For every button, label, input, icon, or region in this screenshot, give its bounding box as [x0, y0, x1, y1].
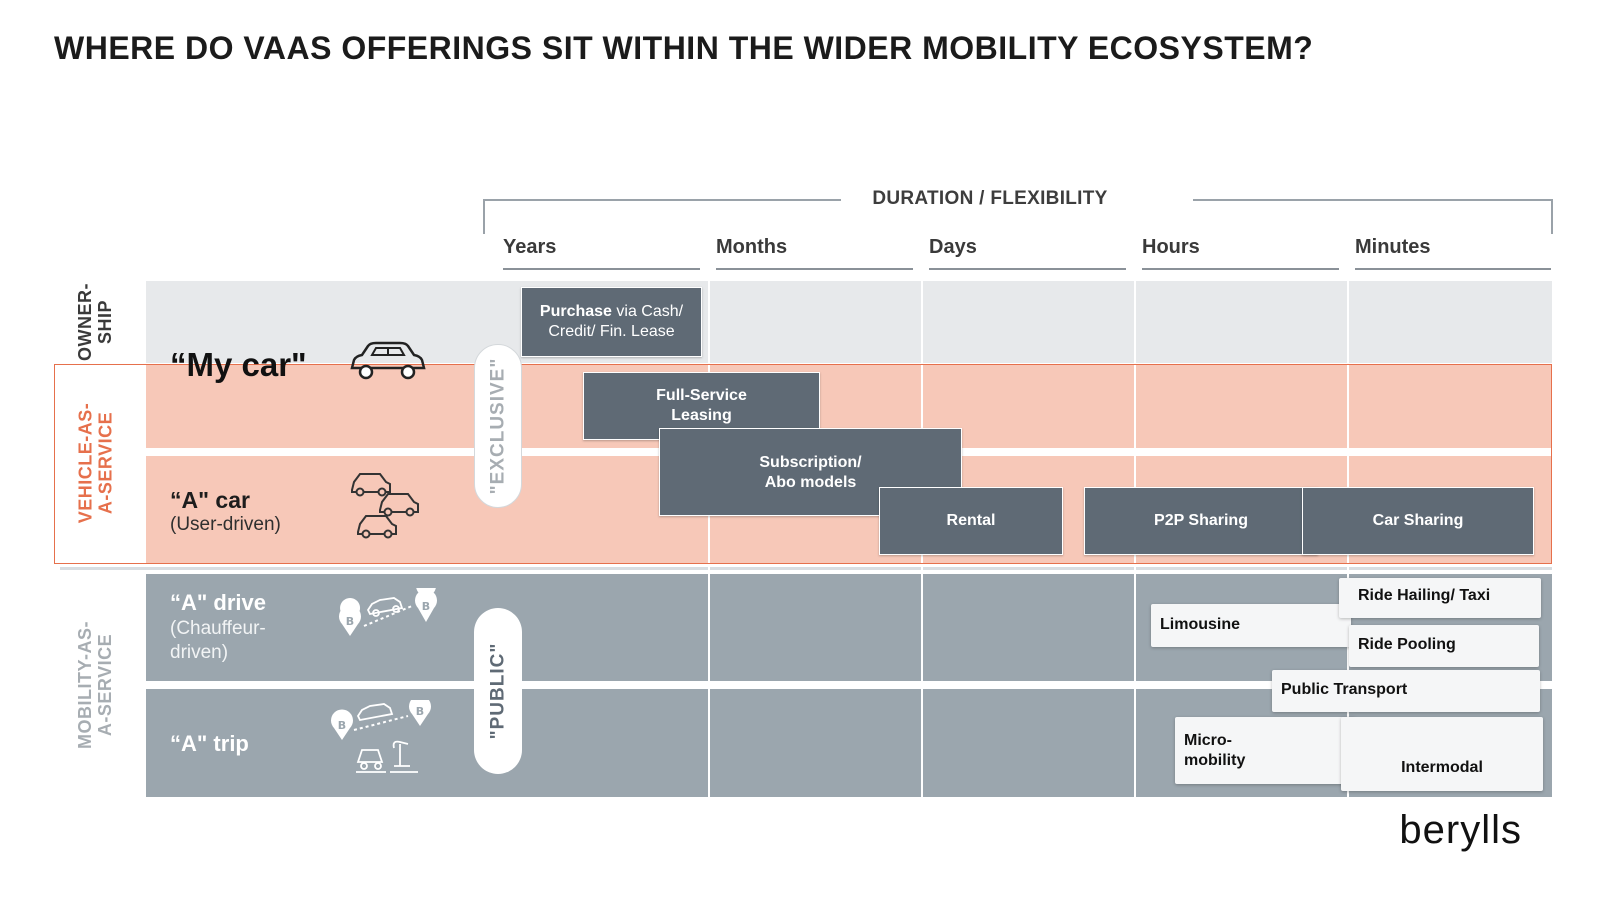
micromobility-line2: mobility: [1184, 752, 1246, 769]
car-sharing-box: Car Sharing: [1302, 487, 1534, 555]
axis-bracket-left-horizontal: [483, 199, 841, 201]
intermodal-label: Intermodal: [1401, 759, 1483, 776]
ride-pooling-box: Ride Pooling: [1349, 625, 1539, 667]
group-label-vaas-line1: VEHICLE-AS-: [74, 402, 95, 524]
purchase-box-text-2: Credit/ Fin. Lease: [548, 323, 675, 340]
vaas-group-frame: [54, 364, 1552, 564]
column-header-hours: Hours: [1142, 236, 1200, 258]
group-label-ownership: OWNER- SHIP: [45, 283, 145, 361]
row-sublabel-a-drive-2: driven): [170, 642, 229, 663]
multiple-cars-icon: [351, 473, 419, 539]
axis-bracket-right-horizontal: [1193, 199, 1553, 201]
group-label-maas-line1: MOBILITY-AS-: [75, 621, 95, 749]
subscription-line2: Abo models: [764, 474, 857, 491]
axis-bracket-left-vertical: [483, 200, 485, 234]
group-label-ownership-line1: OWNER-: [75, 283, 95, 361]
group-label-maas-line2: A-SERVICE: [95, 633, 115, 737]
grid-line-months: [708, 281, 710, 797]
column-underline: [716, 268, 913, 270]
car-icon: [350, 341, 426, 380]
full-service-leasing-line2: Leasing: [671, 407, 732, 424]
group-label-vaas-line2: A-SERVICE: [94, 411, 115, 515]
row-label-my-car: “My car": [170, 346, 307, 383]
group-label-ownership-line2: SHIP: [95, 300, 115, 345]
column-underline: [503, 268, 700, 270]
limousine-label: Limousine: [1160, 616, 1241, 633]
trip-route-icon: B B: [331, 700, 431, 773]
purchase-box-text-1: via Cash/: [611, 303, 684, 320]
svg-text:B: B: [338, 719, 346, 732]
svg-text:B: B: [416, 705, 424, 718]
chauffeur-route-icon: B B: [339, 588, 437, 636]
ride-hailing-label: Ride Hailing/ Taxi: [1358, 587, 1491, 604]
p2p-sharing-label: P2P Sharing: [1154, 512, 1248, 529]
public-pill: "PUBLIC": [474, 608, 522, 774]
public-pill-label: "PUBLIC": [487, 642, 508, 740]
public-transport-box: Public Transport: [1272, 670, 1540, 712]
page-title: WHERE DO VAAS OFFERINGS SIT WITHIN THE W…: [54, 30, 1314, 66]
exclusive-pill: "EXCLUSIVE": [474, 344, 522, 508]
micromobility-line1: Micro-: [1184, 732, 1232, 749]
column-header-months: Months: [716, 236, 788, 258]
row-sublabel-a-car: (User-driven): [170, 514, 281, 535]
column-underline: [1355, 268, 1551, 270]
group-label-vaas: VEHICLE-AS- A-SERVICE: [25, 403, 165, 524]
car-sharing-label: Car Sharing: [1372, 512, 1464, 529]
column-header-days: Days: [929, 236, 977, 258]
ride-pooling-label: Ride Pooling: [1358, 636, 1456, 653]
rental-box: Rental: [879, 487, 1063, 555]
column-header-minutes: Minutes: [1355, 236, 1431, 258]
row-label-a-trip: “A" trip: [170, 731, 249, 756]
purchase-box-bold: Purchase: [539, 303, 612, 320]
ownership-band: [146, 281, 1552, 363]
row-label-a-drive: “A" drive: [170, 590, 267, 615]
column-underline: [1142, 268, 1339, 270]
group-label-maas: MOBILITY-AS- A-SERVICE: [15, 621, 175, 749]
subscription-line1: Subscription/: [759, 454, 862, 471]
ride-hailing-box: Ride Hailing/ Taxi: [1339, 578, 1541, 618]
svg-text:B: B: [346, 615, 354, 628]
column-header-years: Years: [503, 236, 557, 258]
row-label-a-car: “A" car: [170, 487, 250, 513]
row-separator: [146, 681, 1552, 689]
purchase-box: Purchase via Cash/ Credit/ Fin. Lease: [521, 287, 702, 357]
berylls-logo: berylls: [1399, 808, 1522, 852]
row-sublabel-a-drive-1: (Chauffeur-: [170, 618, 266, 639]
exclusive-pill-label: "EXCLUSIVE": [487, 357, 508, 495]
intermodal-box: Intermodal: [1341, 717, 1543, 791]
axis-label: DURATION / FLEXIBILITY: [872, 188, 1108, 209]
group-separator: [60, 567, 1552, 570]
full-service-leasing-line1: Full-Service: [656, 387, 747, 404]
rental-label: Rental: [946, 512, 996, 529]
public-transport-label: Public Transport: [1281, 681, 1408, 698]
svg-text:B: B: [422, 600, 430, 613]
column-underline: [929, 268, 1126, 270]
p2p-sharing-box: P2P Sharing: [1084, 487, 1318, 555]
axis-bracket-right-vertical: [1551, 200, 1553, 234]
limousine-box: Limousine: [1151, 604, 1351, 647]
micromobility-box: Micro- mobility: [1175, 717, 1355, 784]
